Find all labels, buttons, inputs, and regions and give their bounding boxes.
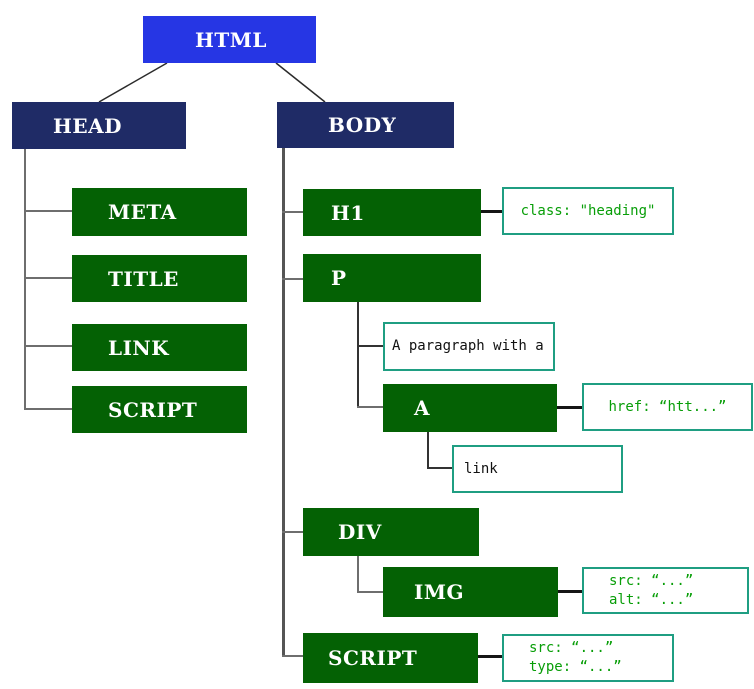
annotation-script-attrs: src: “...” type: “...” bbox=[502, 634, 674, 682]
annotation-line: href: “htt...” bbox=[608, 398, 727, 415]
edge-body-p bbox=[282, 278, 303, 280]
node-script-body-label: SCRIPT bbox=[328, 646, 418, 670]
edge-div-trunk bbox=[357, 556, 359, 593]
node-body-label: BODY bbox=[328, 113, 397, 137]
node-html: HTML bbox=[143, 16, 316, 63]
node-title: TITLE bbox=[72, 255, 247, 302]
edge-body-h1 bbox=[282, 211, 303, 213]
node-p-label: P bbox=[331, 266, 347, 290]
edge-html-body bbox=[275, 62, 326, 103]
text-node-link: link bbox=[452, 445, 623, 493]
node-div: DIV bbox=[303, 508, 479, 556]
node-img: IMG bbox=[383, 567, 558, 617]
node-html-label: HTML bbox=[195, 27, 267, 52]
edge-h1-annotation bbox=[481, 210, 502, 213]
paragraph-text: A paragraph with a bbox=[392, 338, 544, 354]
link-text: link bbox=[464, 460, 498, 477]
edge-body-script bbox=[282, 655, 303, 657]
edge-head-title bbox=[24, 277, 72, 279]
node-link: LINK bbox=[72, 324, 247, 371]
annotation-h1-class: class: "heading" bbox=[502, 187, 674, 235]
annotation-line: alt: “...” bbox=[609, 591, 694, 608]
node-body: BODY bbox=[277, 102, 454, 148]
node-meta-label: META bbox=[108, 200, 177, 224]
node-a-label: A bbox=[414, 396, 431, 420]
edge-a-annotation bbox=[557, 406, 582, 409]
text-node-paragraph: A paragraph with a bbox=[383, 322, 555, 371]
annotation-line: type: “...” bbox=[529, 659, 622, 675]
annotation-a-href: href: “htt...” bbox=[582, 383, 753, 431]
edge-body-div bbox=[282, 531, 303, 533]
edge-head-meta bbox=[24, 210, 72, 212]
edge-a-text bbox=[427, 467, 452, 469]
edge-head-script bbox=[24, 408, 72, 410]
edge-p-text bbox=[357, 345, 383, 347]
edge-script-annotation bbox=[478, 655, 502, 658]
edge-body-trunk bbox=[282, 148, 285, 657]
annotation-line: src: “...” bbox=[609, 572, 694, 589]
node-script-head-label: SCRIPT bbox=[108, 397, 198, 422]
node-a: A bbox=[383, 384, 557, 432]
node-script-body: SCRIPT bbox=[303, 633, 478, 683]
annotation-line: class: "heading" bbox=[520, 202, 656, 219]
node-head: HEAD bbox=[12, 102, 186, 149]
edge-p-a bbox=[357, 406, 383, 408]
annotation-img-attrs: src: “...” alt: “...” bbox=[582, 567, 749, 614]
edge-head-trunk bbox=[24, 149, 26, 410]
node-head-label: HEAD bbox=[53, 113, 123, 138]
node-script-head: SCRIPT bbox=[72, 386, 247, 433]
node-p: P bbox=[303, 254, 481, 302]
edge-a-trunk bbox=[427, 432, 429, 469]
node-div-label: DIV bbox=[338, 520, 382, 544]
node-meta: META bbox=[72, 188, 247, 236]
node-h1: H1 bbox=[303, 189, 481, 236]
node-h1-label: H1 bbox=[331, 200, 365, 225]
node-img-label: IMG bbox=[414, 580, 465, 604]
edge-p-trunk bbox=[357, 302, 359, 408]
edge-html-head bbox=[98, 62, 168, 103]
edge-head-link bbox=[24, 345, 72, 347]
edge-img-annotation bbox=[558, 590, 582, 593]
node-title-label: TITLE bbox=[108, 266, 179, 291]
annotation-line: src: “...” bbox=[529, 640, 614, 656]
edge-div-img bbox=[357, 591, 383, 593]
node-link-label: LINK bbox=[108, 335, 170, 360]
